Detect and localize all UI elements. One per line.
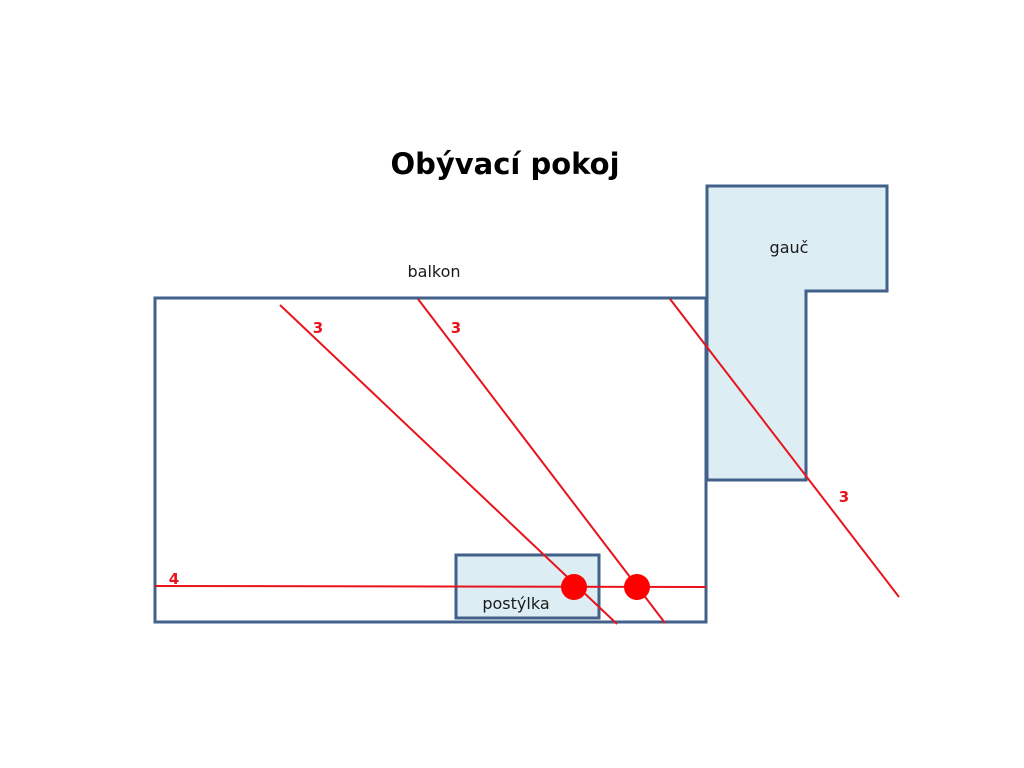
room-outline (153, 296, 708, 624)
line-label: 3 (839, 488, 849, 506)
line-label: 4 (169, 570, 179, 588)
line-label: 3 (313, 319, 323, 337)
intersection-dot-2 (624, 574, 650, 600)
line-4-horizontal (154, 585, 707, 588)
line-3-left (279, 304, 618, 625)
line-label: 3 (451, 319, 461, 337)
crib-label: postýlka (482, 594, 549, 613)
page-title: Obývací pokoj (390, 147, 619, 181)
sofa-shape (705, 184, 889, 482)
line-3-right (669, 298, 900, 598)
line-3-middle (417, 298, 666, 624)
sofa-label: gauč (770, 238, 809, 257)
intersection-dot-1 (561, 574, 587, 600)
balcony-label: balkon (407, 262, 460, 281)
